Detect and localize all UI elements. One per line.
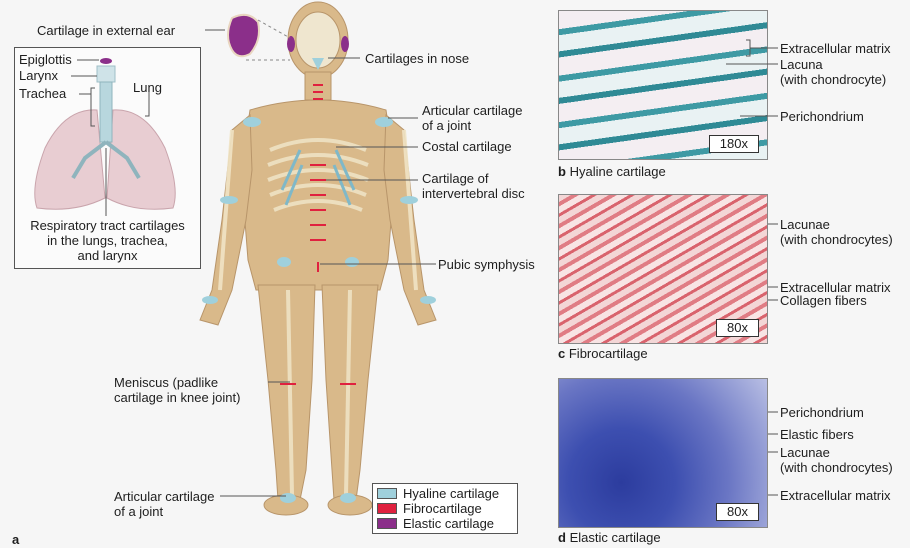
- label-c-collagen: Collagen fibers: [780, 293, 867, 308]
- fibrocartilage-micrograph: 80x: [558, 194, 768, 344]
- legend: Hyaline cartilage Fibrocartilage Elastic…: [372, 483, 518, 534]
- legend-item-hyaline: Hyaline cartilage: [377, 486, 513, 501]
- label-d-ecm: Extracellular matrix: [780, 488, 891, 503]
- hyaline-swatch: [377, 488, 397, 499]
- panel-b-caption: b Hyaline cartilage: [558, 164, 666, 179]
- label-d-lacunae: Lacunae(with chondrocytes): [780, 445, 893, 475]
- hyaline-micrograph: 180x: [558, 10, 768, 160]
- legend-item-fibro: Fibrocartilage: [377, 501, 513, 516]
- panel-d-caption: d Elastic cartilage: [558, 530, 661, 545]
- label-nose: Cartilages in nose: [365, 51, 470, 66]
- label-pubic-symphysis: Pubic symphysis: [438, 257, 535, 272]
- label-c-lacunae: Lacunae(with chondrocytes): [780, 217, 893, 247]
- label-b-ecm: Extracellular matrix: [780, 41, 891, 56]
- magnification-b: 180x: [708, 135, 759, 153]
- lungs-illustration: [34, 58, 176, 216]
- panel-c-caption: c Fibrocartilage: [558, 346, 648, 361]
- label-d-elastic-fibers: Elastic fibers: [780, 427, 854, 442]
- magnification-d: 80x: [716, 503, 759, 521]
- fibro-swatch: [377, 503, 397, 514]
- label-b-perichondrium: Perichondrium: [780, 109, 864, 124]
- label-c-ecm: Extracellular matrix: [780, 280, 891, 295]
- legend-item-elastic: Elastic cartilage: [377, 516, 513, 531]
- elastic-swatch: [377, 518, 397, 529]
- label-costal: Costal cartilage: [422, 139, 512, 154]
- elastic-micrograph: 80x: [558, 378, 768, 528]
- label-d-perichondrium: Perichondrium: [780, 405, 864, 420]
- label-larynx: Larynx: [19, 68, 59, 83]
- panel-letter-a: a: [12, 532, 20, 547]
- label-external-ear: Cartilage in external ear: [37, 23, 176, 38]
- label-epiglottis: Epiglottis: [19, 52, 72, 67]
- respiratory-inset: Epiglottis Larynx Trachea Lung Respirato…: [14, 47, 201, 269]
- label-b-lacuna: Lacuna(with chondrocyte): [780, 57, 887, 87]
- label-lung: Lung: [133, 80, 162, 95]
- magnification-c: 80x: [716, 319, 759, 337]
- label-trachea: Trachea: [19, 86, 67, 101]
